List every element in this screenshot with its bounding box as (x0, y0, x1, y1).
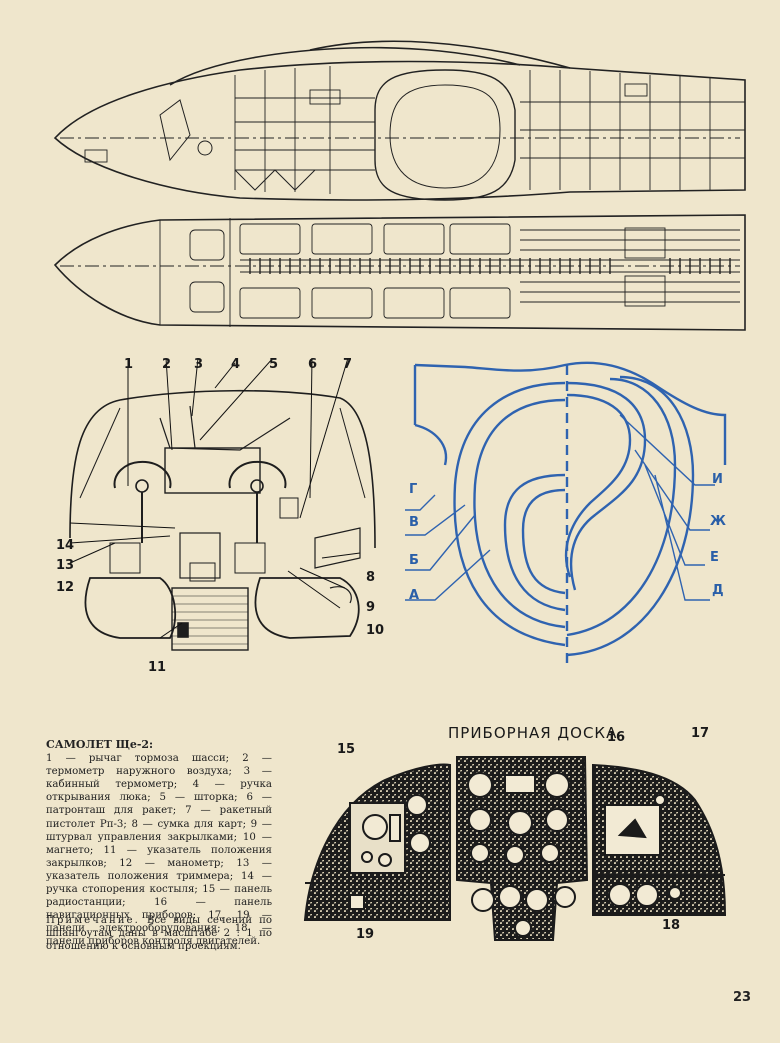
callout-10: 10 (366, 623, 385, 638)
section-label-d: Д (712, 583, 724, 598)
section-label-g: Г (409, 482, 418, 497)
instrument-panel-title: ПРИБОРНАЯ ДОСКА (448, 724, 618, 742)
callout-19: 19 (356, 927, 375, 942)
callout-15: 15 (337, 742, 356, 757)
fuselage-side-view (50, 40, 750, 210)
callout-13: 13 (56, 558, 75, 573)
frame-sections-diagram (405, 355, 750, 675)
note-heading: Примечание. (46, 915, 140, 926)
caption-body: 1 — рычаг тормоза шасси; 2 — термометр н… (46, 753, 272, 948)
callout-14: 14 (56, 538, 75, 553)
section-label-zh: Ж (710, 514, 726, 529)
callout-4: 4 (231, 357, 241, 372)
callout-17: 17 (691, 726, 710, 741)
caption-title: САМОЛЕТ Щe-2: (46, 738, 154, 751)
callout-16: 16 (607, 730, 626, 745)
callout-11: 11 (148, 660, 167, 675)
section-label-i: И (712, 472, 723, 487)
section-label-b: Б (409, 553, 419, 568)
section-label-v: В (409, 515, 419, 530)
callout-7: 7 (343, 357, 353, 372)
callout-9: 9 (366, 600, 376, 615)
callout-3: 3 (194, 357, 204, 372)
callout-12: 12 (56, 580, 75, 595)
scale-note: Примечание. Все виды сечений по шпангоут… (46, 914, 272, 953)
section-label-e: Е (710, 550, 719, 565)
figure-caption: САМОЛЕТ Щe-2: 1 — рычаг тормоза шасси; 2… (46, 738, 272, 949)
callout-1: 1 (124, 357, 134, 372)
callout-8: 8 (366, 570, 376, 585)
fuselage-plan-view (50, 210, 750, 340)
callout-5: 5 (269, 357, 279, 372)
callout-18: 18 (662, 918, 681, 933)
section-label-a: А (409, 588, 420, 603)
instrument-panel-drawing (295, 745, 735, 945)
callout-6: 6 (308, 357, 318, 372)
cockpit-interior-view (60, 358, 390, 658)
callout-2: 2 (162, 357, 172, 372)
page-number: 23 (733, 990, 752, 1005)
note-body: Все виды сечений по шпангоутам даны в ма… (46, 915, 272, 953)
